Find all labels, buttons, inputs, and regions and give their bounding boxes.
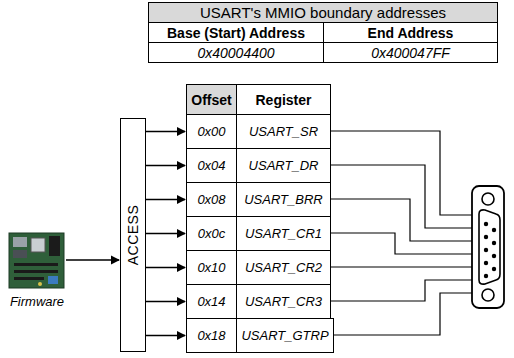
offset-cell: 0x18 — [186, 318, 237, 353]
access-arrow — [146, 301, 185, 302]
offset-cell: 0x14 — [186, 284, 237, 319]
access-arrow — [146, 233, 185, 234]
cell-text: 0x0c — [198, 226, 225, 241]
offset-cell: 0x10 — [186, 250, 237, 285]
motherboard-picture — [9, 233, 64, 288]
offset-cell: 0x00 — [186, 114, 237, 149]
access-arrow — [146, 131, 185, 132]
table-title-cell: USART's MMIO boundary addresses — [148, 2, 498, 23]
access-arrow — [146, 335, 185, 336]
register-cell: USART_SR — [236, 114, 331, 149]
table-value-cell: 0x40004400 — [148, 42, 324, 63]
access-arrow — [146, 165, 185, 166]
cell-text: Register — [255, 92, 311, 108]
access-arrow — [66, 259, 119, 260]
access-arrow — [146, 267, 185, 268]
cell-text: 0x18 — [197, 328, 225, 343]
offset-cell: 0x08 — [186, 182, 237, 217]
offset-cell: 0x0c — [186, 216, 237, 251]
serial-connector — [472, 186, 504, 308]
access-arrow — [146, 199, 185, 200]
cell-text: USART_SR — [249, 124, 318, 139]
caption-label: Firmware — [2, 292, 72, 310]
cell-text: USART_CR1 — [245, 226, 322, 241]
label-text: USART's MMIO boundary addresses — [200, 4, 446, 21]
label-text: 0x40004400 — [197, 45, 274, 61]
register-wires — [331, 131, 472, 335]
register-cell: USART_BRR — [236, 182, 331, 217]
register-header-cell: Register — [236, 84, 331, 115]
label-text: Firmware — [10, 294, 64, 309]
offset-cell: 0x04 — [186, 148, 237, 183]
cell-text: USART_GTRP — [241, 328, 328, 343]
cell-text: USART_BRR — [244, 192, 323, 207]
register-cell: USART_CR1 — [236, 216, 331, 251]
label-text: End Address — [368, 25, 454, 41]
cell-text: USART_CR2 — [245, 260, 322, 275]
table-header-cell: End Address — [323, 22, 498, 43]
register-cell: USART_CR3 — [236, 284, 331, 319]
table-value-cell: 0x400047FF — [323, 42, 498, 63]
label-text: Base (Start) Address — [167, 25, 305, 41]
cell-text: 0x04 — [197, 158, 225, 173]
cell-text: 0x10 — [197, 260, 225, 275]
cell-text: USART_CR3 — [245, 294, 322, 309]
cell-text: USART_DR — [249, 158, 319, 173]
table-header-cell: Base (Start) Address — [148, 22, 324, 43]
offset-header-cell: Offset — [186, 84, 237, 115]
cell-text: 0x08 — [197, 192, 225, 207]
vertical-label: ACCESS — [125, 205, 141, 266]
register-cell: USART_DR — [236, 148, 331, 183]
access-bus-box: ACCESS — [120, 118, 146, 352]
cell-text: Offset — [191, 92, 231, 108]
register-cell: USART_GTRP — [236, 318, 334, 353]
cell-text: 0x00 — [197, 124, 225, 139]
label-text: 0x400047FF — [371, 45, 450, 61]
cell-text: 0x14 — [197, 294, 225, 309]
register-cell: USART_CR2 — [236, 250, 331, 285]
